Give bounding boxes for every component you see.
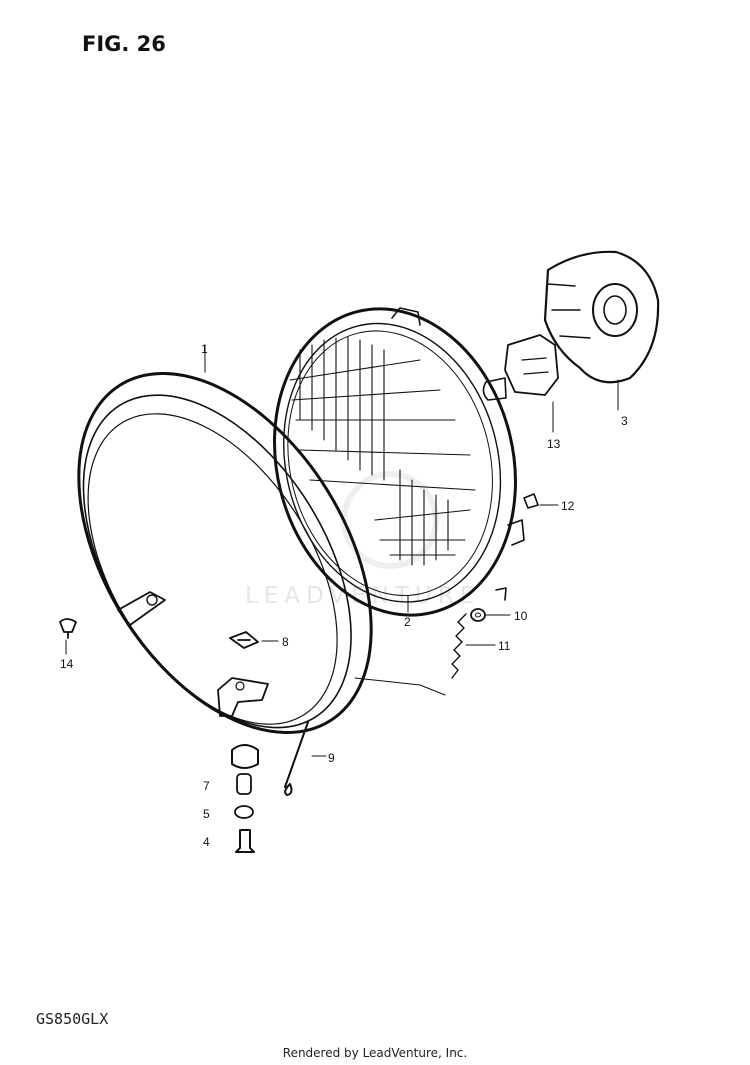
adjusting-spring [451, 613, 467, 679]
small-screw [59, 618, 77, 639]
headlamp-unit [273, 307, 525, 617]
callout-10: 10 [514, 609, 528, 623]
callout-numbers: 1 2 3 8 9 10 11 12 13 14 7 5 4 [60, 342, 628, 849]
callout-2: 2 [404, 615, 411, 629]
washer [470, 608, 486, 622]
headlamp-bulb [482, 334, 559, 401]
socket-cover [543, 250, 660, 384]
callout-3: 3 [621, 414, 628, 428]
clip-nut [523, 493, 539, 509]
callout-1: 1 [201, 342, 208, 356]
callout-11: 11 [498, 639, 511, 653]
callout-7: 7 [203, 779, 210, 793]
callout-14: 14 [60, 657, 74, 671]
callout-13: 13 [547, 437, 561, 451]
callout-12: 12 [561, 499, 575, 513]
callout-8: 8 [282, 635, 289, 649]
headlamp-rim [77, 371, 373, 735]
callout-9: 9 [328, 751, 335, 765]
rim-nut [229, 631, 259, 649]
mounting-hardware-stack [231, 744, 259, 853]
callout-4: 4 [203, 835, 210, 849]
figure-title: FIG. 26 [82, 32, 166, 56]
adjusting-screw [284, 721, 309, 796]
callout-5: 5 [203, 807, 210, 821]
leader-lines [65, 344, 619, 757]
render-credit: Rendered by LeadVenture, Inc. [282, 1046, 468, 1060]
model-code: GS850GLX [36, 1010, 109, 1028]
watermark-text: LEADVENTURE [245, 583, 480, 609]
